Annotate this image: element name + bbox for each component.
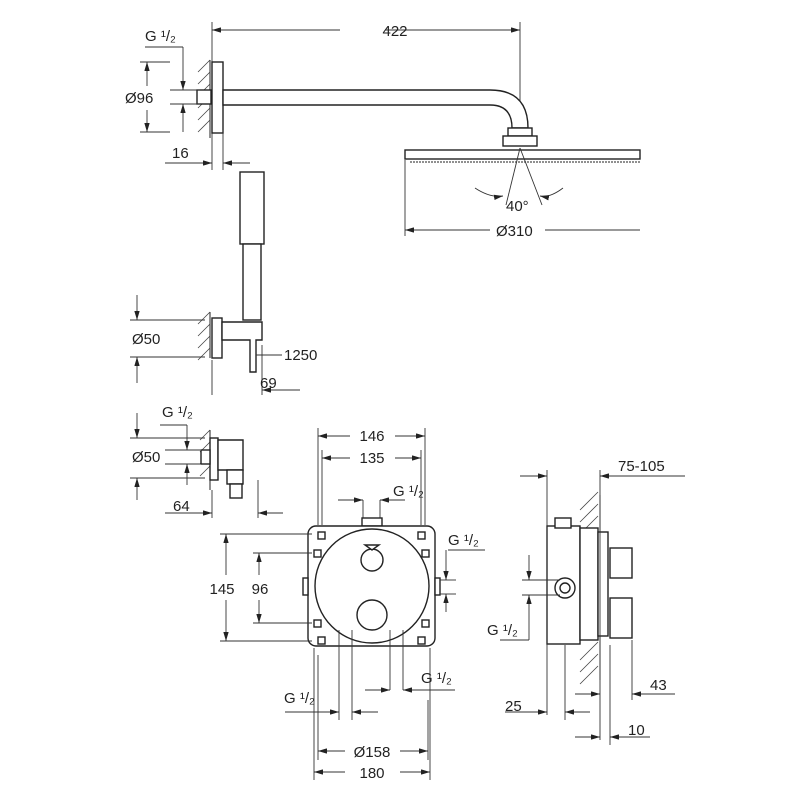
dim-elbow-diameter: Ø50 <box>132 449 160 466</box>
dim-holder-depth: 69 <box>260 375 277 392</box>
dim-elbow-depth: 64 <box>173 498 190 515</box>
dim-side-10: 10 <box>628 722 645 739</box>
dim-plate-diameter: Ø158 <box>354 744 391 761</box>
dim-holder-diameter: Ø50 <box>132 331 160 348</box>
dim-box-width-inner: 135 <box>359 450 384 467</box>
dim-spray-angle: 40° <box>506 198 529 215</box>
thread-label-arm: G ¹/₂ <box>145 28 176 45</box>
thread-label-box-bottom-left: G ¹/₂ <box>284 690 315 707</box>
dim-box-hole-spacing: 96 <box>252 581 269 598</box>
dim-plate-width: 180 <box>359 765 384 782</box>
thread-label-box-bottom-right: G ¹/₂ <box>421 670 452 687</box>
thread-label-side: G ¹/₂ <box>487 622 518 639</box>
dim-box-height: 145 <box>209 581 234 598</box>
dim-box-width-outer: 146 <box>359 428 384 445</box>
dim-hose-length: 1250 <box>284 347 317 364</box>
dim-wall-offset: 16 <box>172 145 189 162</box>
hand-shower-view <box>130 171 300 395</box>
dim-side-43: 43 <box>650 677 667 694</box>
dim-head-diameter: Ø310 <box>496 223 533 240</box>
dim-arm-length: 422 <box>382 23 407 40</box>
dim-install-depth: 75-105 <box>618 458 665 475</box>
wall-elbow-view <box>130 413 283 518</box>
box-front-view <box>220 428 485 780</box>
box-side-view <box>500 470 685 745</box>
dim-rosette-diameter: Ø96 <box>125 90 153 107</box>
thread-label-box-top: G ¹/₂ <box>393 483 424 500</box>
thread-label-box-right: G ¹/₂ <box>448 532 479 549</box>
thread-label-elbow: G ¹/₂ <box>162 404 193 421</box>
shower-arm-view <box>140 22 641 236</box>
dim-side-25: 25 <box>505 698 522 715</box>
